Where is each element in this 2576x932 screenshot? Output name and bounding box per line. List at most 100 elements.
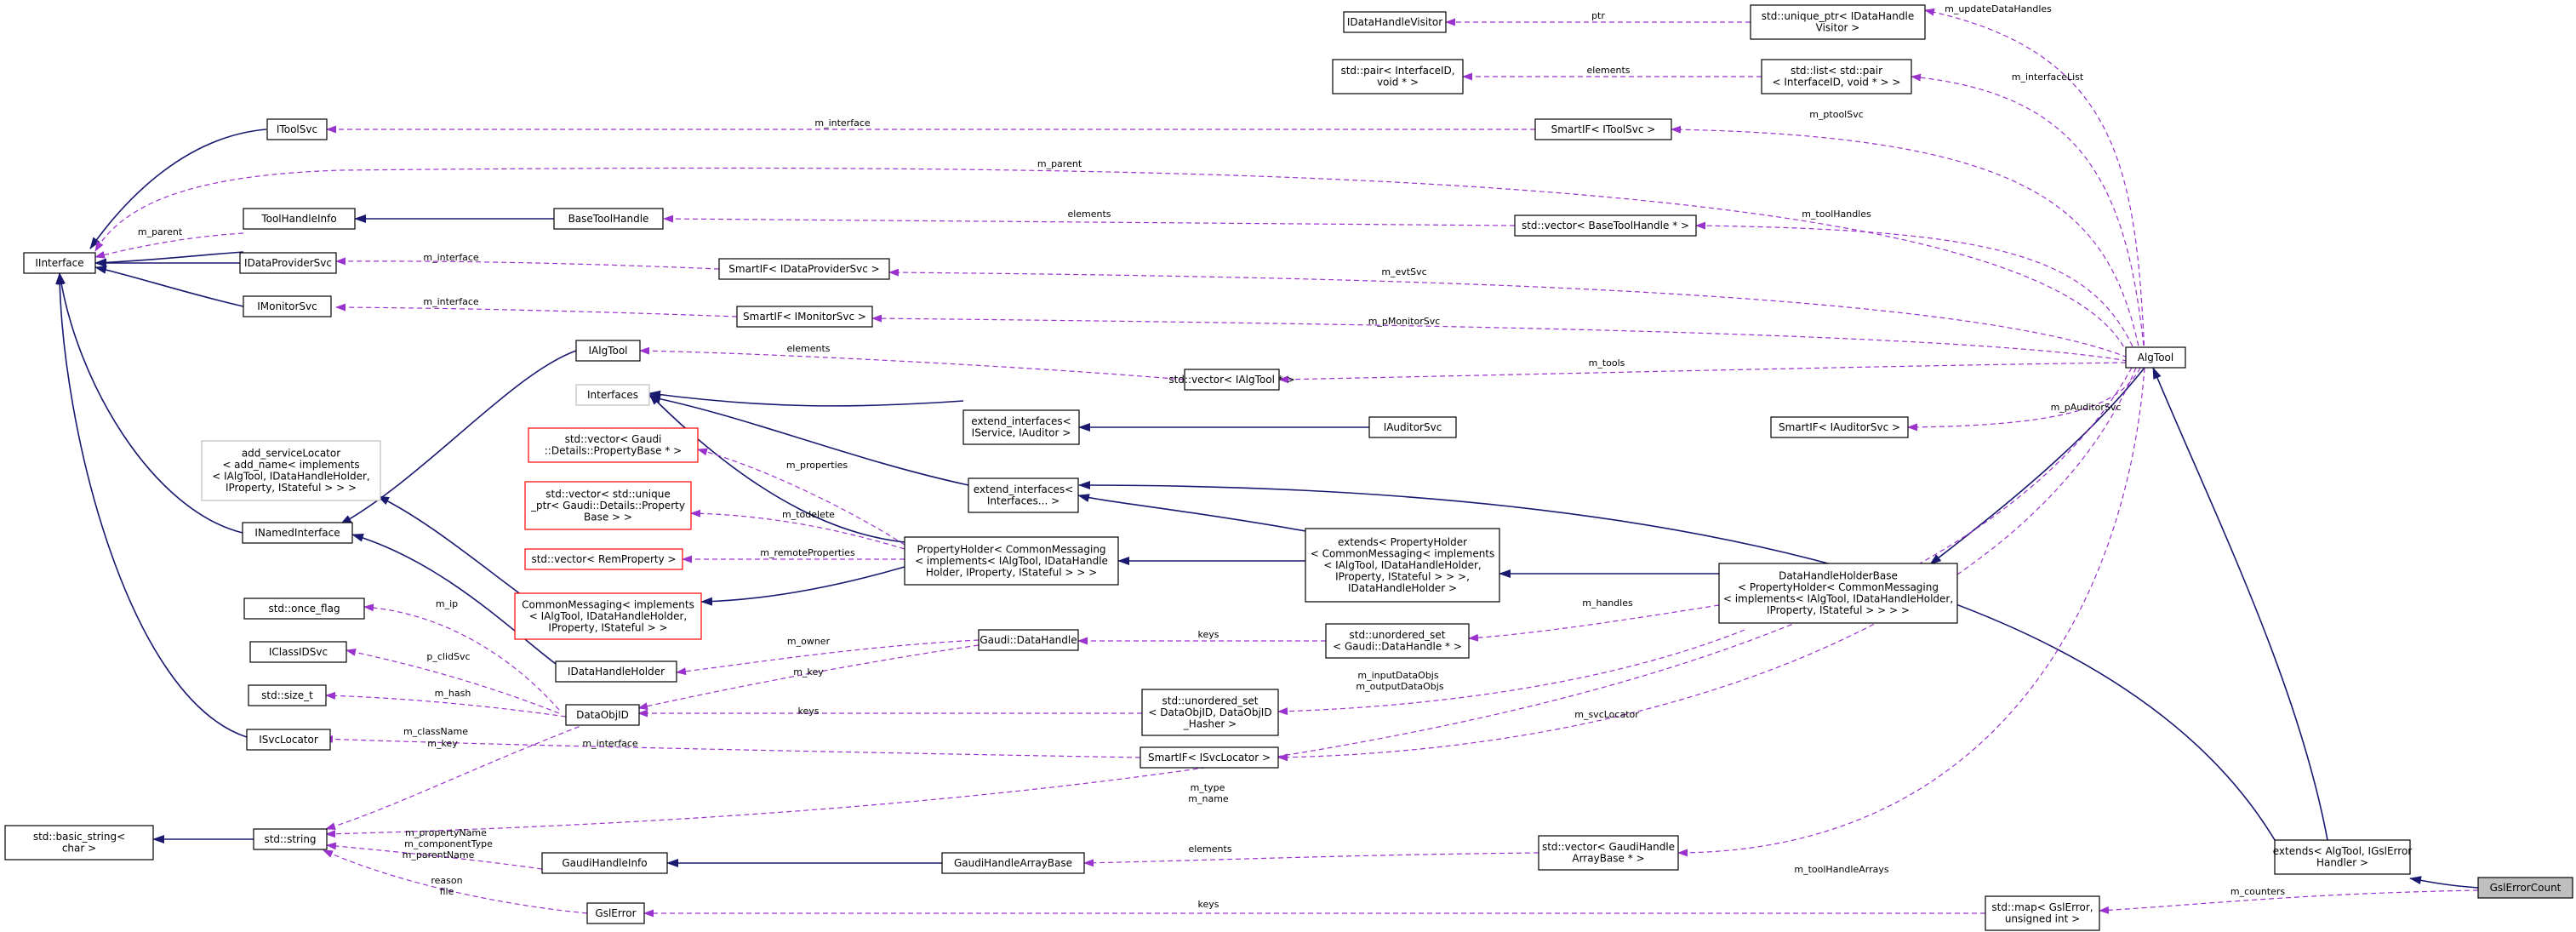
class-name-line: SmartIF< IAuditorSvc >	[1779, 421, 1900, 433]
class-node-smart-if-iauditor-svc[interactable]: SmartIF< IAuditorSvc >	[1770, 416, 1909, 438]
class-box	[1325, 623, 1470, 659]
class-name-line: std::vector< IAlgTool * >	[1168, 374, 1294, 386]
class-name-line: CommonMessaging< implements	[522, 598, 694, 610]
class-name-line: GaudiHandleInfo	[562, 857, 647, 869]
class-node-smart-if-imonitor-svc[interactable]: SmartIF< IMonitorSvc >	[736, 306, 873, 328]
class-node-gsl-error[interactable]: GslError	[586, 902, 645, 924]
class-node-data-handle[interactable]: Gaudi::DataHandle	[978, 629, 1079, 651]
class-node-isvc-locator[interactable]: ISvcLocator	[246, 729, 331, 751]
class-name-line: IClassIDSvc	[269, 646, 328, 658]
class-node-list-pair[interactable]: std::list< std::pair< InterfaceID, void …	[1761, 59, 1912, 94]
edge-labels: ptr elements m_interface m_parent m_pare…	[138, 3, 2286, 910]
edge-inamedinterface-iinterface	[57, 272, 243, 534]
class-name-line: IDataHandleHolder	[568, 666, 665, 678]
class-node-common-messaging[interactable]: CommonMessaging< implements< IAlgTool, I…	[514, 592, 702, 640]
label-m-svclocator: m_svcLocator	[1574, 709, 1639, 720]
class-node-itool-svc[interactable]: IToolSvc	[266, 118, 328, 140]
label-m-interface-svc: m_interface	[582, 738, 638, 749]
class-box	[1534, 118, 1672, 140]
class-node-data-obj-id[interactable]: DataObjID	[565, 704, 640, 726]
class-box	[1514, 214, 1697, 237]
class-node-vec-rem-property[interactable]: std::vector< RemProperty >	[524, 548, 683, 570]
class-name-line: IMonitorSvc	[257, 300, 317, 312]
edge-propertyholder-commonmessaging	[700, 566, 905, 606]
class-name-line: std::basic_string<	[33, 831, 125, 843]
class-box	[1184, 369, 1280, 391]
class-node-smart-if-isvc-locator[interactable]: SmartIF< ISvcLocator >	[1139, 746, 1279, 769]
class-node-extends-property-holder[interactable]: extends< PropertyHolder< CommonMessaging…	[1305, 528, 1500, 603]
class-name-line: IDataHandleHolder >	[1348, 582, 1457, 594]
class-node-vec-ialg-tool[interactable]: std::vector< IAlgTool * >	[1168, 369, 1295, 391]
class-name-line: std::vector< RemProperty >	[531, 553, 676, 565]
class-node-once-flag[interactable]: std::once_flag	[243, 598, 365, 620]
class-node-gaudi-handle-info[interactable]: GaudiHandleInfo	[541, 852, 668, 874]
class-name-line: IAuditorSvc	[1384, 421, 1442, 433]
class-node-inamed-interface[interactable]: INamedInterface	[242, 522, 353, 544]
class-node-vec-base-tool-handle[interactable]: std::vector< BaseToolHandle * >	[1514, 214, 1697, 237]
class-node-vec-unique-property-base[interactable]: std::vector< std::unique_ptr< Gaudi::Det…	[524, 481, 692, 530]
class-node-iinterface[interactable]: IInterface	[23, 252, 96, 274]
class-node-smart-if-idata-provider-svc[interactable]: SmartIF< IDataProviderSvc >	[718, 258, 890, 280]
class-node-vec-property-base[interactable]: std::vector< Gaudi::Details::PropertyBas…	[528, 427, 699, 463]
class-node-idata-handle-visitor[interactable]: IDataHandleVisitor	[1343, 11, 1447, 33]
class-box	[2477, 877, 2573, 899]
class-node-unordered-set-data-handle[interactable]: std::unordered_set< Gaudi::DataHandle * …	[1325, 623, 1470, 659]
edge-m-todelete	[690, 509, 905, 550]
class-node-idata-handle-holder[interactable]: IDataHandleHolder	[555, 660, 677, 683]
class-name-line: Visitor >	[1816, 22, 1860, 34]
class-box	[1139, 746, 1279, 769]
class-box	[2125, 346, 2186, 369]
edge-extendsalgtool-algtool	[2152, 367, 2328, 841]
class-name-line: std::vector< Gaudi	[565, 433, 662, 445]
class-box	[266, 118, 328, 140]
class-node-ialg-tool[interactable]: IAlgTool	[575, 340, 641, 362]
class-node-gsl-error-count[interactable]: GslErrorCount	[2477, 877, 2573, 899]
class-node-extend-interfaces-iservice[interactable]: extend_interfaces<IService, IAuditor >	[962, 409, 1080, 445]
class-node-string[interactable]: std::string	[253, 828, 328, 850]
class-name-line: std::size_t	[261, 689, 313, 701]
class-node-size-t[interactable]: std::size_t	[248, 684, 327, 706]
label-m-tools: m_tools	[1589, 357, 1625, 369]
class-node-basic-string[interactable]: std::basic_string<char >	[4, 825, 154, 861]
label-m-toolhandlearrays: m_toolHandleArrays	[1794, 864, 1888, 875]
class-name-line: SmartIF< IToolSvc >	[1551, 123, 1656, 135]
class-node-gaudi-handle-array-base[interactable]: GaudiHandleArrayBase	[941, 852, 1085, 874]
class-name-line: GslErrorCount	[2490, 882, 2562, 894]
class-node-iclass-idsvc[interactable]: IClassIDSvc	[249, 641, 347, 663]
class-node-vec-gaudi-handle-array-base[interactable]: std::vector< GaudiHandleArrayBase * >	[1538, 835, 1679, 871]
class-box	[565, 704, 640, 726]
class-name-line: < implements< IAlgTool, IDataHandleHolde…	[1723, 593, 1953, 605]
class-node-tool-handle-info[interactable]: ToolHandleInfo	[243, 208, 356, 230]
class-name-line: AlgTool	[2138, 352, 2173, 363]
class-node-add-service-locator[interactable]: add_serviceLocator< add_name< implements…	[201, 440, 381, 501]
class-node-imonitor-svc[interactable]: IMonitorSvc	[243, 295, 332, 317]
class-node-map-gsl-error[interactable]: std::map< GslError,unsigned int >	[1985, 895, 2100, 931]
class-node-pair-interface-id[interactable]: std::pair< InterfaceID,void * >	[1332, 59, 1464, 94]
class-node-interfaces[interactable]: Interfaces	[575, 384, 650, 406]
label-m-outputdataobjs: m_outputDataObjs	[1356, 681, 1443, 692]
class-name-line: IInterface	[35, 257, 83, 269]
class-name-line: BaseToolHandle	[568, 213, 649, 225]
label-m-parent-toolhandle: m_parent	[138, 226, 183, 237]
class-name-line: void * >	[1377, 77, 1419, 89]
edge-imonitorsvc-iinterface	[94, 266, 244, 307]
class-node-unordered-set-data-obj-id[interactable]: std::unordered_set< DataObjID, DataObjID…	[1141, 689, 1279, 736]
class-node-iauditor-svc[interactable]: IAuditorSvc	[1368, 416, 1457, 438]
label-m-type: m_type	[1191, 782, 1225, 793]
class-name-line: PropertyHolder< CommonMessaging	[917, 543, 1105, 555]
class-box	[243, 208, 356, 230]
class-node-base-tool-handle[interactable]: BaseToolHandle	[553, 208, 664, 230]
class-node-property-holder[interactable]: PropertyHolder< CommonMessaging< impleme…	[904, 536, 1119, 586]
edge-elements-algtool	[639, 346, 1185, 380]
edge-m-propertyname	[326, 842, 543, 870]
class-node-idata-provider-svc[interactable]: IDataProviderSvc	[239, 252, 337, 274]
class-node-data-handle-holder-base[interactable]: DataHandleHolderBase< PropertyHolder< Co…	[1718, 563, 1958, 624]
class-node-alg-tool[interactable]: AlgTool	[2125, 346, 2186, 369]
class-node-extend-interfaces[interactable]: extend_interfaces<Interfaces... >	[968, 477, 1079, 513]
class-name-line: Base > >	[584, 511, 632, 523]
class-node-smart-if-itool-svc[interactable]: SmartIF< IToolSvc >	[1534, 118, 1672, 140]
class-node-unique-ptr-visitor[interactable]: std::unique_ptr< IDataHandleVisitor >	[1750, 4, 1926, 40]
edge-algtool-datahandleholderbase	[1929, 367, 2145, 565]
class-box	[586, 902, 645, 924]
